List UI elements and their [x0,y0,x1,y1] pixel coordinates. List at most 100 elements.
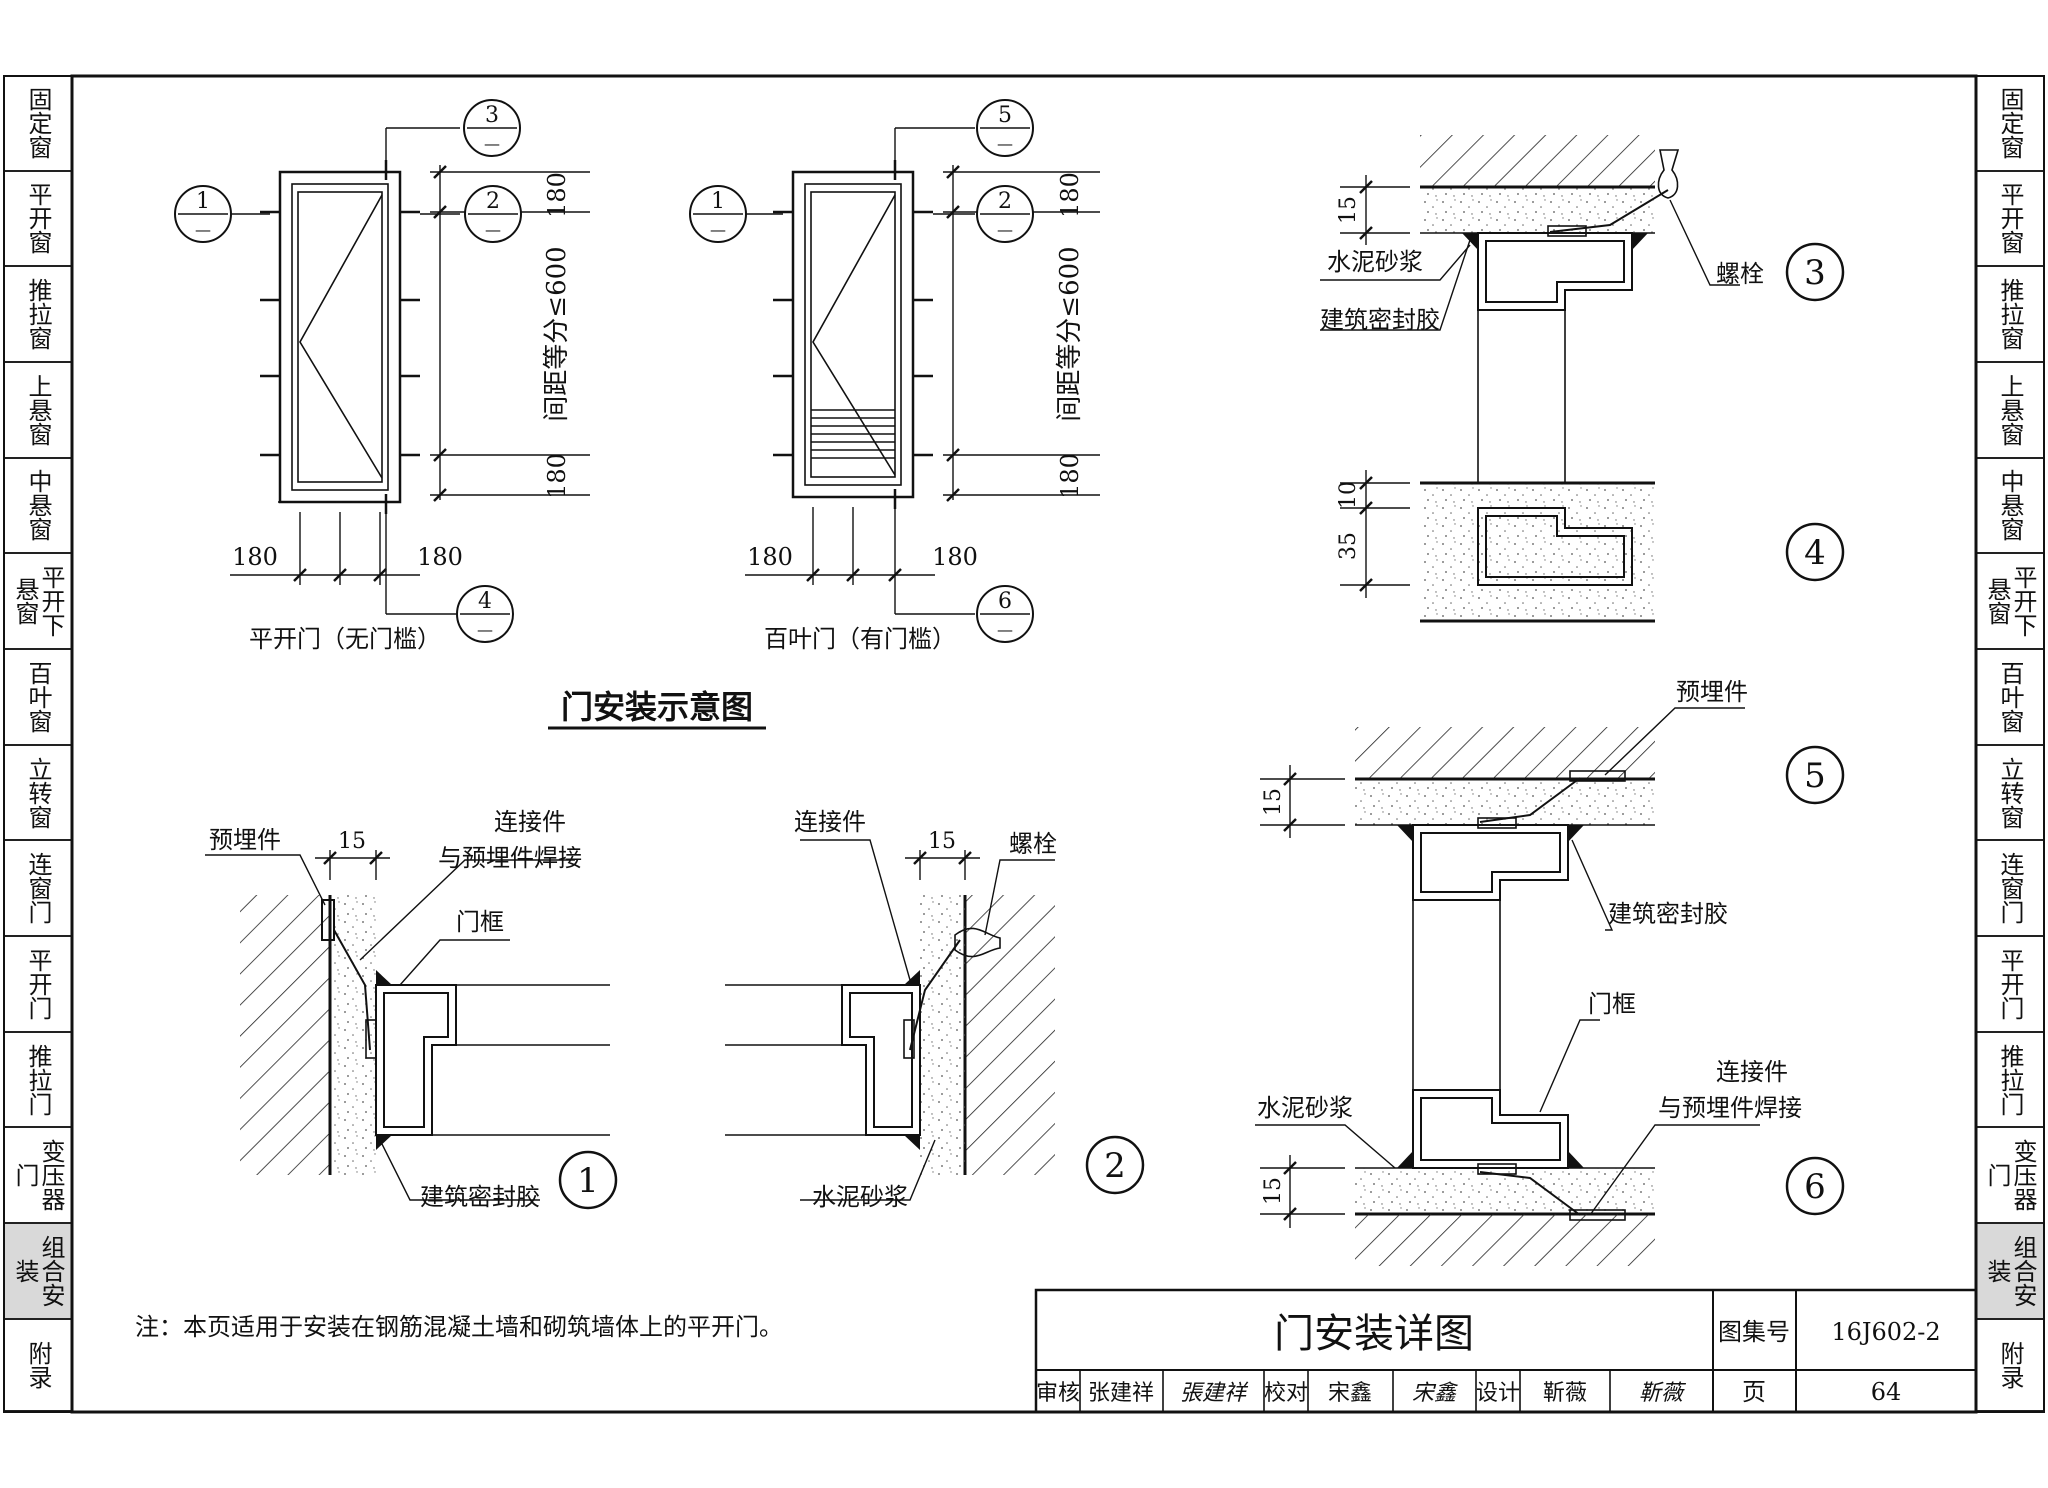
side-tab-left-4[interactable]: 中悬窗 [4,459,72,555]
side-tab-left-11[interactable]: 变压器门 [4,1128,72,1225]
detail-4: 10 35 4 [1336,400,1845,623]
detail-4-number: 4 [1804,533,1826,573]
title-block [1034,1288,1978,1414]
detail-5: 15 预埋件 建筑密封胶 5 [1260,678,1845,1090]
side-tab-label: 平开窗 [24,182,52,255]
side-tab-right-1[interactable]: 平开窗 [1976,172,2044,268]
detail-6: 15 门框 连接件 与预埋件焊接 水泥砂浆 6 [1255,990,1845,1266]
side-tab-right-4[interactable]: 中悬窗 [1976,459,2044,555]
title-block-atlas-label: 图集号 [1718,1318,1790,1346]
side-tab-right-8[interactable]: 连窗门 [1976,841,2044,938]
title-block-design-name: 靳薇 [1543,1381,1587,1406]
svg-text:2: 2 [998,189,1012,214]
side-tab-label: 百叶窗 [24,661,52,734]
side-tab-right-7[interactable]: 立转窗 [1976,746,2044,842]
door-right-elevation [745,127,1100,615]
detail-4-dim-b: 35 [1336,532,1361,560]
title-block-atlas-value: 16J602-2 [1831,1318,1940,1346]
detail-1-dim: 15 [338,829,366,854]
detail-6-label-mortar: 水泥砂浆 [1257,1094,1353,1122]
detail-4-dim-a: 10 [1336,481,1361,509]
side-tab-label: 平开门 [1996,947,2024,1020]
detail-5-label-sealant: 建筑密封胶 [1608,900,1728,928]
door-left-dim-side-right: 180 [417,543,463,571]
detail-2-label-mortar: 水泥砂浆 [812,1183,908,1211]
page-note: 注：本页适用于安装在钢筋混凝土墙和砌筑墙体上的平开门。 [135,1313,783,1341]
door-right-callout-5: 5 — [976,99,1034,157]
door-right-dim-top: 180 [1056,172,1084,218]
door-left-caption: 平开门（无门槛） [249,625,441,653]
svg-text:4: 4 [478,589,492,614]
svg-text:—: — [195,220,211,239]
side-tab-right-0[interactable]: 固定窗 [1976,76,2044,172]
side-tab-label: 平开窗 [1996,182,2024,255]
side-tab-right-9[interactable]: 平开门 [1976,937,2044,1033]
door-left-dim-top: 180 [543,172,571,218]
detail-5-label-embedded: 预埋件 [1676,678,1748,706]
side-tab-label: 固定窗 [24,86,52,159]
detail-3: 15 水泥砂浆 建筑密封胶 螺栓 3 [1320,135,1845,400]
door-right-callout-6: 6 — [976,585,1034,643]
side-tab-right-2[interactable]: 推拉窗 [1976,267,2044,363]
svg-text:6: 6 [998,589,1012,614]
svg-text:1: 1 [711,189,725,214]
side-tab-left-12[interactable]: 组合安装 [4,1224,72,1321]
side-tab-left-10[interactable]: 推拉门 [4,1033,72,1129]
title-block-check-name: 宋鑫 [1328,1381,1372,1406]
detail-1-label-connector-2: 与预埋件焊接 [438,844,582,872]
side-tab-label: 立转窗 [1996,756,2024,829]
detail-5-number: 5 [1804,756,1826,796]
door-left-dim-spacing: 间距等分≤600 [542,246,572,421]
detail-2-number: 2 [1104,1146,1126,1186]
side-tab-right-5[interactable]: 平开下悬窗 [1976,554,2044,651]
side-tab-left-6[interactable]: 百叶窗 [4,650,72,746]
side-tab-right-3[interactable]: 上悬窗 [1976,363,2044,459]
side-tab-label: 平开门 [24,947,52,1020]
door-right-dim-side-right: 180 [932,543,978,571]
side-tab-right-10[interactable]: 推拉门 [1976,1033,2044,1129]
side-tab-left-2[interactable]: 推拉窗 [4,267,72,363]
title-block-page-value: 64 [1871,1378,1902,1406]
side-tab-left-3[interactable]: 上悬窗 [4,363,72,459]
side-tab-label: 推拉门 [24,1043,52,1116]
detail-6-label-frame: 门框 [1588,990,1636,1018]
side-tab-label: 附录 [24,1341,52,1390]
side-tab-right-11[interactable]: 变压器门 [1976,1128,2044,1225]
svg-text:1: 1 [196,189,210,214]
detail-1-label-sealant: 建筑密封胶 [420,1183,540,1211]
title-block-review-name: 张建祥 [1088,1381,1154,1406]
detail-1-label-frame: 门框 [456,908,504,936]
title-block-check-label: 校对 [1264,1381,1308,1406]
side-tab-left-7[interactable]: 立转窗 [4,746,72,842]
side-tab-label: 立转窗 [24,756,52,829]
side-tab-left-5[interactable]: 平开下悬窗 [4,554,72,651]
door-left-callout-3: 3 — [463,99,521,157]
svg-text:2: 2 [486,189,500,214]
door-left-callout-2: 2 — [464,185,522,243]
sheet-frame [70,74,1978,1414]
side-tab-label: 上悬窗 [24,373,52,446]
side-tab-label: 上悬窗 [1996,373,2024,446]
side-tab-right-12[interactable]: 组合安装 [1976,1224,2044,1321]
side-tabs-right: 固定窗平开窗推拉窗上悬窗中悬窗平开下悬窗百叶窗立转窗连窗门平开门推拉门变压器门组… [1976,76,2044,1413]
side-tab-left-8[interactable]: 连窗门 [4,841,72,938]
side-tab-right-6[interactable]: 百叶窗 [1976,650,2044,746]
door-left-dim-bottom: 180 [543,453,571,499]
svg-text:—: — [477,620,493,639]
side-tab-label: 推拉窗 [24,278,52,351]
title-block-design-label: 设计 [1476,1381,1520,1406]
side-tab-left-0[interactable]: 固定窗 [4,76,72,172]
side-tab-left-1[interactable]: 平开窗 [4,172,72,268]
side-tab-label: 固定窗 [1996,86,2024,159]
door-right-caption: 百叶门（有门槛） [764,625,956,653]
door-left-callout-4: 4 — [456,585,514,643]
side-tab-label: 变压器门 [11,1139,65,1212]
door-left-callout-1: 1 — [174,185,232,243]
door-right-dim-bottom: 180 [1056,453,1084,499]
detail-3-label-sealant: 建筑密封胶 [1320,306,1440,334]
detail-6-label-connector-1: 连接件 [1716,1058,1788,1086]
side-tab-left-9[interactable]: 平开门 [4,937,72,1033]
detail-6-dim: 15 [1261,1177,1286,1205]
door-left-dimension-texts: 180 180 间距等分≤600 180 180 平开门（无门槛） [232,172,572,653]
